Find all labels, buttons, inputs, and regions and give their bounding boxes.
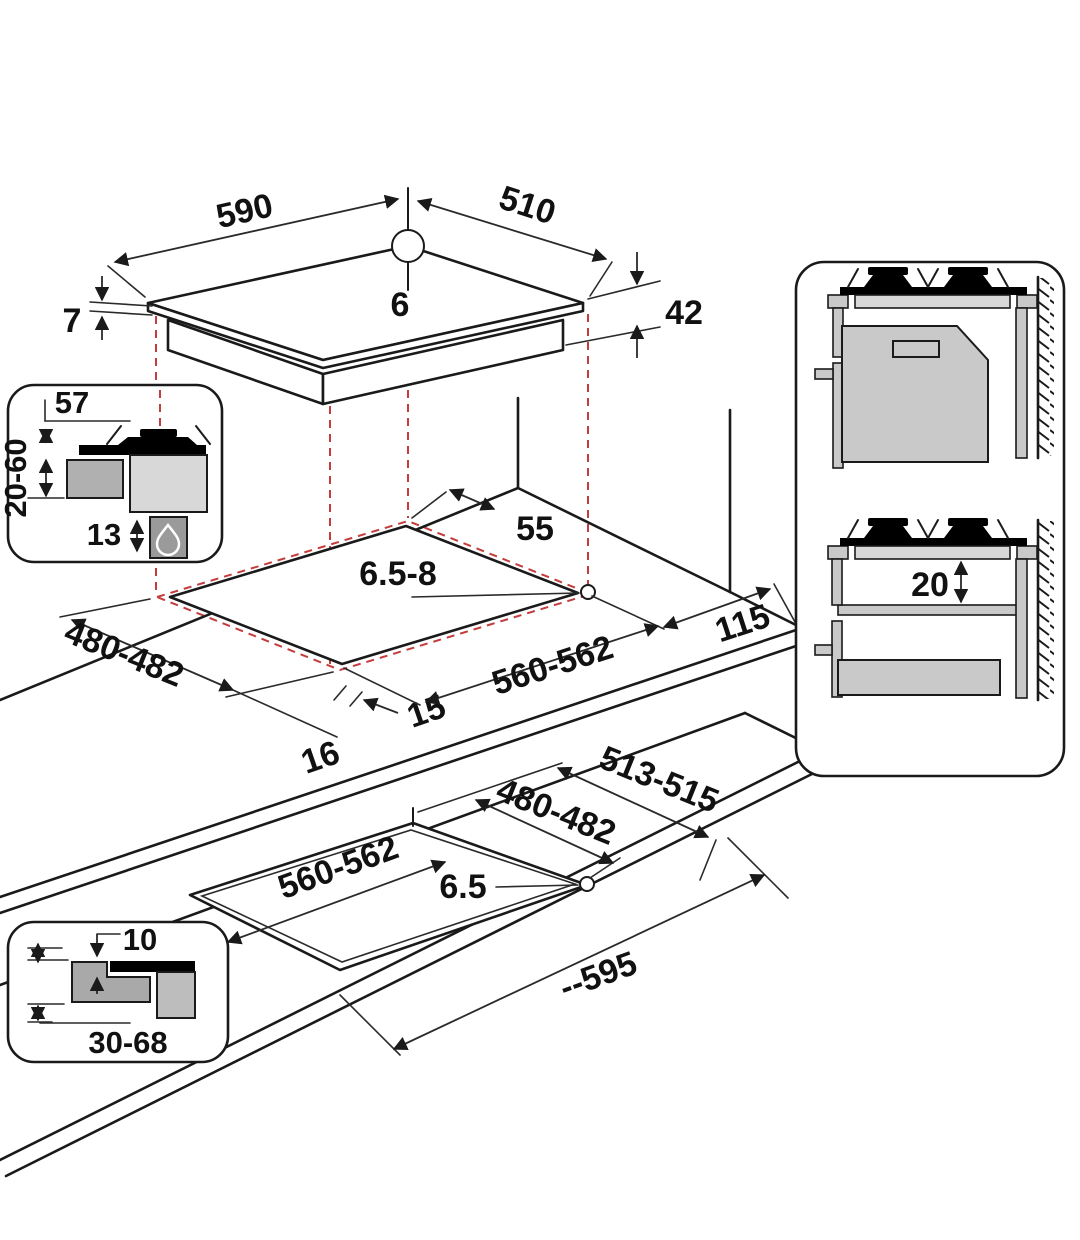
hob-top-view: 6 590 510 7 42 xyxy=(63,179,703,406)
cabinet-panel-block xyxy=(156,971,196,1019)
fixing-hole-bottom xyxy=(579,876,595,892)
dim-cutout-depth-middle: 480-482 xyxy=(59,613,189,695)
dim-side-clearance: 115 xyxy=(711,597,775,650)
burner-icon xyxy=(847,518,929,539)
shelf-bar xyxy=(837,604,1018,616)
dim-hob-depth: 510 xyxy=(495,179,561,233)
dim-body-height: 42 xyxy=(665,294,703,332)
dim-rim-overlap: 10 xyxy=(123,922,157,957)
worktop-step-block xyxy=(71,961,151,1003)
dim-fixing-hole-middle: 6.5-8 xyxy=(359,555,437,593)
edge-detail-inset: 10 30-68 xyxy=(6,920,230,1064)
dim-front-edge-gap: 16 xyxy=(296,733,344,781)
oven-block xyxy=(841,325,989,463)
section-hob-over-drawer: 20 xyxy=(814,518,1054,702)
worktop-bar xyxy=(854,545,1011,560)
burner-housing xyxy=(129,454,208,513)
dim-rear-clearance: 55 xyxy=(516,510,554,548)
dim-burner-height: 57 xyxy=(55,385,89,420)
hob-glass-bar xyxy=(840,538,1027,546)
dim-fixing-hole-bottom: 6.5 xyxy=(439,868,486,906)
gas-connection-hole xyxy=(391,229,425,263)
dim-glass-thickness: 7 xyxy=(63,302,82,340)
burner-icon xyxy=(847,267,929,288)
dim-cutout-width-middle: 560-562 xyxy=(487,628,617,703)
burner-section-inset: 57 20-60 13 xyxy=(0,383,224,564)
dim-hob-edge-gap: 15 xyxy=(402,687,450,735)
dim-shelf-clearance: 20 xyxy=(911,566,949,604)
worktop-middle xyxy=(0,396,804,915)
hob-rim-strip xyxy=(110,961,195,972)
worktop-bar xyxy=(854,294,1011,309)
wall-hatch xyxy=(1038,521,1054,699)
gas-connection-box xyxy=(149,516,188,559)
burner-icon xyxy=(927,518,1009,539)
burner-icon xyxy=(927,267,1009,288)
burner-cap xyxy=(140,429,177,437)
burner-body xyxy=(118,437,197,445)
wall-hatch xyxy=(1038,278,1054,456)
cabinet-block xyxy=(66,459,124,499)
section-hob-over-oven xyxy=(814,267,1054,469)
drawer-block xyxy=(837,659,1001,696)
dim-worktop-thickness: 30-68 xyxy=(88,1025,167,1060)
dim-cabinet-clearance: 20-60 xyxy=(0,438,33,517)
dim-hole-diameter: 6 xyxy=(391,286,410,324)
dim-recess-depth: 513-515 xyxy=(594,739,724,821)
hob-glass-section xyxy=(79,445,206,455)
dim-gas-depth: 13 xyxy=(87,517,121,552)
oven-vent xyxy=(892,340,940,358)
side-panel: 20 xyxy=(794,260,1066,778)
flame-icon xyxy=(155,522,181,557)
hob-glass-bar xyxy=(840,287,1027,295)
